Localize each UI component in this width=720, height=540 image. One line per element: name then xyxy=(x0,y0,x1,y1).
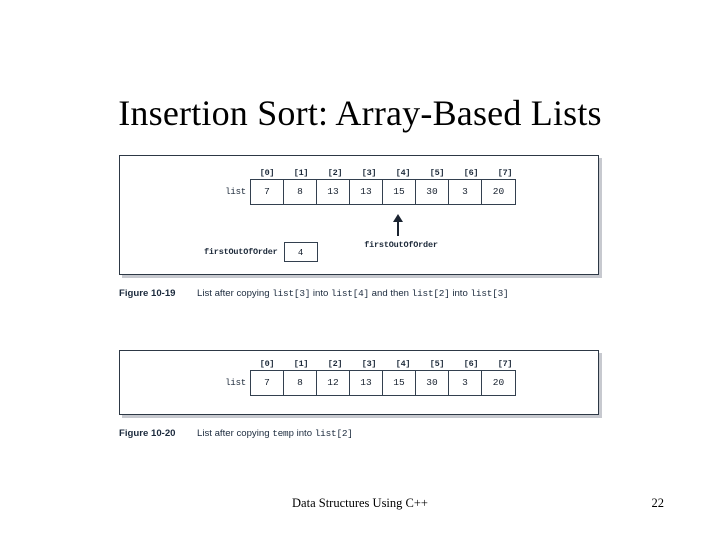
array-index-label: [3] xyxy=(361,168,377,178)
page-title: Insertion Sort: Array-Based Lists xyxy=(118,93,602,134)
figure-caption-text: List after copying temp into list[2] xyxy=(197,428,353,439)
figure-10-20: [0] [1] [2] [3] [4] [5] [6] [7] list 7 8… xyxy=(119,350,599,439)
array-index-label: [3] xyxy=(361,359,377,369)
figure-10-20-caption: Figure 10-20 List after copying temp into… xyxy=(119,427,609,441)
array-cell: 8 xyxy=(284,180,317,204)
array-cell: 15 xyxy=(383,371,416,395)
array-cells-row-20: list 7 8 12 13 15 30 3 20 xyxy=(208,370,522,396)
footer-page-number: 22 xyxy=(651,496,665,510)
array-cell: 3 xyxy=(449,180,482,204)
array-cell: 8 xyxy=(284,371,317,395)
array-cell: 7 xyxy=(251,371,284,395)
array-index-label: [6] xyxy=(463,359,479,369)
variable-value-box: 4 xyxy=(283,242,318,262)
array-index-label: [5] xyxy=(429,168,445,178)
array-cell: 13 xyxy=(317,180,350,204)
figure-10-19-diagram: [0] [1] [2] [3] [4] [5] [6] [7] list 7 8… xyxy=(119,155,599,275)
array-index-label: [0] xyxy=(259,359,275,369)
array-name-label: list xyxy=(225,378,246,388)
arrow-head xyxy=(393,214,403,222)
figure-caption-label: Figure 10-20 xyxy=(119,428,176,439)
array-index-row-19: [0] [1] [2] [3] [4] [5] [6] [7] xyxy=(250,168,522,178)
variable-name-label: firstOutOfOrder xyxy=(204,247,278,257)
array-cell: 3 xyxy=(449,371,482,395)
array-cell: 20 xyxy=(482,371,515,395)
array-index-row-20: [0] [1] [2] [3] [4] [5] [6] [7] xyxy=(250,359,522,369)
array-cell: 30 xyxy=(416,371,449,395)
array-cell: 13 xyxy=(350,371,383,395)
footer-title: Data Structures Using C++ xyxy=(292,496,428,510)
figure-10-20-diagram: [0] [1] [2] [3] [4] [5] [6] [7] list 7 8… xyxy=(119,350,599,415)
figure-caption-label: Figure 10-19 xyxy=(119,288,176,299)
array-index-label: [4] xyxy=(395,168,411,178)
array-cell-strip: 7 8 12 13 15 30 3 20 xyxy=(250,370,516,396)
figure-10-19-caption: Figure 10-19 List after copying list[3] i… xyxy=(119,287,609,301)
arrow-up-icon xyxy=(393,214,403,236)
array-cell: 20 xyxy=(482,180,515,204)
pointer-label: firstOutOfOrder xyxy=(364,240,438,250)
array-index-label: [1] xyxy=(293,359,309,369)
array-index-label: [5] xyxy=(429,359,445,369)
figure-10-19: [0] [1] [2] [3] [4] [5] [6] [7] list 7 8… xyxy=(119,155,599,299)
array-widget-20: [0] [1] [2] [3] [4] [5] [6] [7] list 7 8… xyxy=(208,359,522,396)
array-cell: 12 xyxy=(317,371,350,395)
array-index-label: [7] xyxy=(497,168,513,178)
array-cell: 7 xyxy=(251,180,284,204)
arrow-shaft xyxy=(397,220,399,236)
array-index-label: [7] xyxy=(497,359,513,369)
array-cell-strip: 7 8 13 13 15 30 3 20 xyxy=(250,179,516,205)
array-index-label: [4] xyxy=(395,359,411,369)
array-cell: 15 xyxy=(383,180,416,204)
array-index-label: [1] xyxy=(293,168,309,178)
array-index-label: [0] xyxy=(259,168,275,178)
array-index-label: [6] xyxy=(463,168,479,178)
array-widget-19: [0] [1] [2] [3] [4] [5] [6] [7] list 7 8… xyxy=(208,168,522,250)
array-index-label: [2] xyxy=(327,359,343,369)
array-cell: 30 xyxy=(416,180,449,204)
array-name-label: list xyxy=(225,187,246,197)
array-cells-row-19: list 7 8 13 13 15 30 3 20 xyxy=(208,179,522,205)
array-index-label: [2] xyxy=(327,168,343,178)
figure-caption-text: List after copying list[3] into list[4] … xyxy=(197,288,509,299)
slide-footer: Data Structures Using C++ 22 xyxy=(0,496,720,512)
first-out-of-order-variable: firstOutOfOrder 4 xyxy=(204,242,318,262)
array-cell: 13 xyxy=(350,180,383,204)
